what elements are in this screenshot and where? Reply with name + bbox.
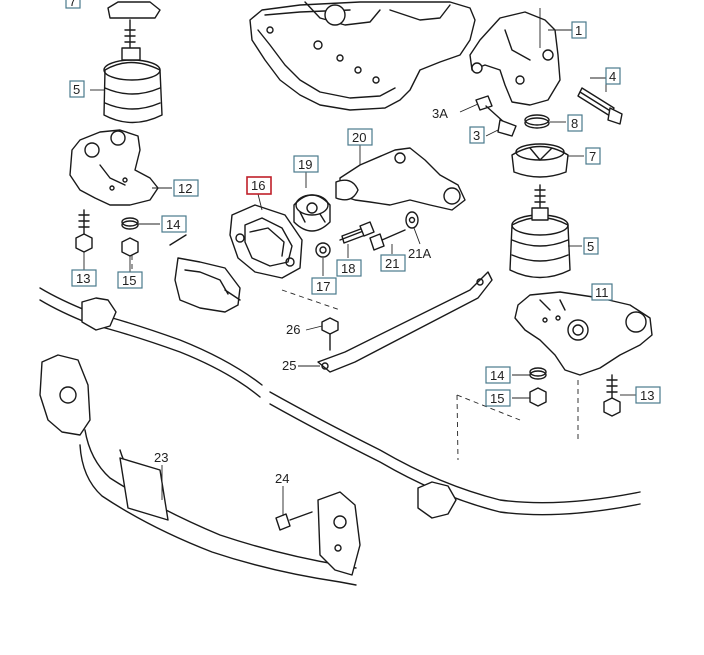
callout-11-label: 11 [595,285,609,300]
callout-26-label: 26 [286,322,300,337]
bracket-20 [335,147,466,211]
callout-21[interactable]: 21 [380,254,406,272]
callout-15-right-label: 15 [490,391,504,406]
support-bracket-right [514,291,653,376]
ref-line-1 [456,394,459,461]
washer-8 [524,114,550,129]
stabilizer-bar [39,287,641,519]
callout-19[interactable]: 19 [293,155,319,173]
engine-bracket-right [469,11,561,106]
callout-3-label: 3 [473,128,480,143]
washer-nut-right [529,367,547,407]
callout-13-right-label: 13 [640,388,654,403]
callout-15-left-label: 15 [122,273,136,288]
callout-16[interactable]: 16 [246,176,272,195]
bolt-3 [475,95,517,137]
bolt-21 [369,229,406,251]
bolt-4 [577,87,623,125]
ref-line-2 [456,394,521,421]
subframe-23 [39,354,361,586]
callout-7-top-label: 7 [69,0,76,9]
callout-11[interactable]: 11 [591,283,613,301]
support-bracket-left [69,129,159,206]
callout-16-label: 16 [251,178,265,193]
callout-18[interactable]: 18 [336,259,362,277]
washer-17 [315,242,331,258]
callout-17-label: 17 [316,279,330,294]
callout-1-label: 1 [575,23,582,38]
callout-5-left-label: 5 [73,82,80,97]
washer-21a [405,211,419,229]
callout-13-right[interactable]: 13 [635,386,661,404]
callout-3a[interactable]: 3A [432,106,448,121]
callout-14-left[interactable]: 14 [161,215,187,233]
callout-21a[interactable]: 21A [408,246,431,261]
callout-24[interactable]: 24 [275,471,289,486]
callout-15-left[interactable]: 15 [117,271,143,289]
gearbox-mount-16 [169,204,303,313]
callout-4-label: 4 [609,69,616,84]
bolt-13-left [75,209,93,253]
callout-20-label: 20 [352,130,366,145]
callout-7-label: 7 [589,149,596,164]
callout-12[interactable]: 12 [173,179,199,197]
rubber-mount-right [509,184,571,279]
callout-7-top[interactable]: 7 [65,0,81,9]
ref-line-4 [281,289,341,311]
callout-1[interactable]: 1 [571,21,587,39]
callout-5-left[interactable]: 5 [69,80,85,98]
tie-bar-25 [317,271,493,373]
callout-14-right-label: 14 [490,368,504,383]
bolt-13-right [603,374,621,417]
callout-18-label: 18 [341,261,355,276]
callout-15-right[interactable]: 15 [485,389,511,407]
callout-20[interactable]: 20 [347,128,373,146]
callout-13-left[interactable]: 13 [71,269,97,287]
bushing-19 [293,194,331,232]
callout-5-right-label: 5 [587,239,594,254]
callout-14-left-label: 14 [166,217,180,232]
callout-8[interactable]: 8 [567,114,583,132]
mount-cap-7 [511,143,569,178]
callout-5-right[interactable]: 5 [583,237,599,255]
leader-lines [83,8,636,516]
callout-7[interactable]: 7 [585,147,601,165]
callout-21a-label: 21A [408,246,431,261]
engine-block [249,1,476,111]
callout-23-label: 23 [154,450,168,465]
callout-21-label: 21 [385,256,399,271]
rubber-mount-left [103,1,163,124]
callout-3a-label: 3A [432,106,448,121]
callout-26[interactable]: 26 [286,322,300,337]
bolt-26 [321,317,339,351]
callout-3[interactable]: 3 [469,126,485,144]
callout-14-right[interactable]: 14 [485,366,511,384]
callout-4[interactable]: 4 [605,67,621,85]
callout-23[interactable]: 23 [154,450,168,465]
callout-17[interactable]: 17 [311,277,337,295]
callout-19-label: 19 [298,157,312,172]
callout-13-left-label: 13 [76,271,90,286]
bolt-18 [339,221,375,244]
callout-12-label: 12 [178,181,192,196]
bolt-24 [275,511,313,531]
callout-8-label: 8 [571,116,578,131]
callout-24-label: 24 [275,471,289,486]
washer-nut-left [121,217,139,257]
callout-25[interactable]: 25 [282,358,296,373]
callout-25-label: 25 [282,358,296,373]
